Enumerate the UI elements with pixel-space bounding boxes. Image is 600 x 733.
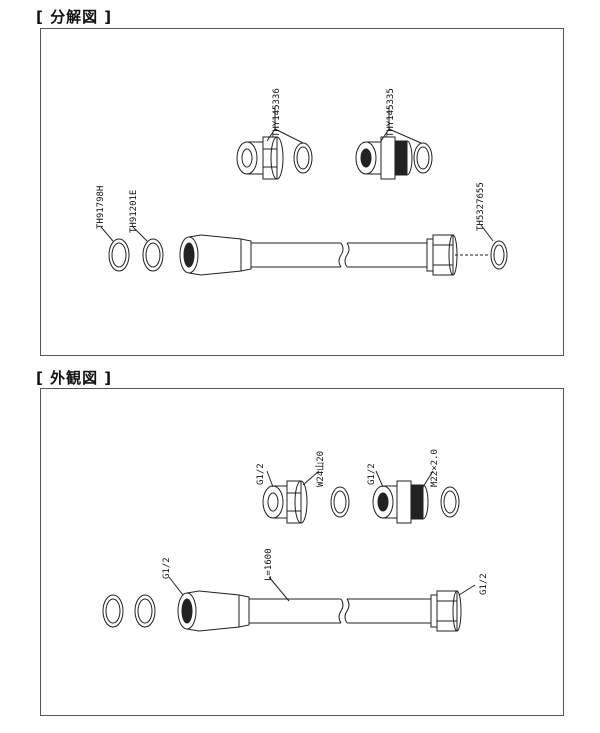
exploded-view-title: [ 分解図 ] [36, 8, 113, 26]
label-end-gasket: TH5327655 [476, 182, 486, 231]
hose-assembly [179, 234, 458, 276]
end-gasket [490, 240, 508, 270]
left-gasket-a [108, 238, 130, 272]
external-view-title: [ 外観図 ] [36, 369, 113, 387]
nut-adapter-gasket [293, 142, 313, 174]
exploded-view-frame: THY145336 THY145335 TH91798H TH91201E TH… [40, 28, 564, 356]
external-view-drawing: G1/2 W24山20 G1/2 M22×2.0 G1/2 L=1600 G1/… [102, 449, 489, 632]
ext-hose-assembly [177, 590, 462, 632]
ext-label-hose-thread: G1/2 [162, 557, 172, 579]
ext-label-male-thread: G1/2 [367, 463, 377, 485]
label-nut-adapter: THY145336 [272, 88, 282, 137]
label-gasket-b: TH91201E [129, 190, 139, 233]
label-gasket-a: TH91798H [96, 186, 106, 229]
exploded-view-drawing: THY145336 THY145335 TH91798H TH91201E TH… [96, 88, 508, 276]
ext-male-adapter [372, 480, 429, 524]
left-gasket-b [142, 238, 164, 272]
male-adapter-gasket [413, 142, 433, 174]
ext-label-hose-length: L=1600 [264, 548, 274, 581]
ext-label-end-thread: G1/2 [479, 573, 489, 595]
ext-left-gasket-a [102, 594, 124, 628]
label-male-adapter: THY145335 [386, 88, 396, 137]
ext-left-gasket-b [134, 594, 156, 628]
male-adapter-part [355, 136, 413, 180]
ext-label-nut-thread: G1/2 [256, 463, 266, 485]
ext-label-nut-size: W24山20 [315, 451, 326, 487]
ext-label-male-size: M22×2.0 [430, 449, 440, 487]
nut-adapter-part [236, 136, 284, 180]
external-view-frame: G1/2 W24山20 G1/2 M22×2.0 G1/2 L=1600 G1/… [40, 388, 564, 716]
ext-male-gasket [440, 486, 460, 518]
ext-nut-gasket [330, 486, 350, 518]
ext-nut-adapter [262, 480, 308, 524]
